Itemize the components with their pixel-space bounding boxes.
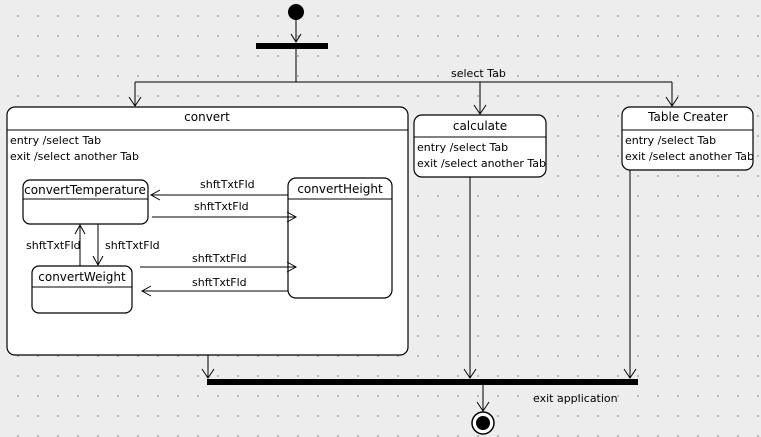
fork-to-table-creater-arrowhead [665,96,679,107]
convert-height-title: convertHeight [297,182,383,196]
convert-title: convert [184,110,230,124]
state-convert-height[interactable]: convertHeight [287,177,393,299]
weight-to-temperature-arrowhead [74,223,86,235]
transition-height-to-temperature[interactable]: shftTxtFld [149,178,288,201]
temperature-to-height-arrowhead [286,211,298,223]
final-state[interactable] [471,411,495,435]
convert-entry-action: entry /select Tab [10,134,101,147]
table-creater-entry-action: entry /select Tab [625,134,716,147]
initial-arrowhead [290,33,302,43]
temperature-to-height-label: shftTxtFld [194,200,249,213]
table-creater-title: Table Creater [647,110,728,124]
fork-to-convert-arrowhead [128,96,142,107]
fork-to-calculate-arrowhead [473,104,487,115]
transition-height-to-weight[interactable]: shftTxtFld [140,276,288,297]
height-to-weight-label: shftTxtFld [192,276,247,289]
state-convert-weight[interactable]: convertWeight [31,265,133,314]
state-convert-temperature[interactable]: convertTemperature [22,179,149,225]
temperature-to-weight-label: shftTxtFld [105,239,160,252]
convert-temperature-box [22,179,149,225]
calculate-entry-action: entry /select Tab [417,141,508,154]
weight-to-height-label: shftTxtFld [192,252,247,265]
join-to-final-arrowhead [476,401,490,412]
transition-weight-to-temperature[interactable]: shftTxtFld [26,223,86,266]
table-creater-to-join-arrowhead [623,368,637,379]
state-calculate[interactable]: calculate entry /select Tab exit /select… [413,114,547,178]
fork-transition-label: select Tab [451,67,506,80]
convert-to-join-arrowhead [201,368,215,379]
transition-weight-to-height[interactable]: shftTxtFld [140,252,298,273]
height-to-temperature-arrowhead [149,189,161,201]
final-state-dot [476,416,490,430]
calculate-to-join-arrowhead [463,368,477,379]
calculate-exit-action: exit /select another Tab [417,157,546,170]
convert-exit-action: exit /select another Tab [10,150,139,163]
fork-bar[interactable] [256,43,328,49]
transition-temperature-to-height[interactable]: shftTxtFld [152,200,298,223]
initial-state[interactable] [288,4,304,20]
table-creater-exit-action: exit /select another Tab [625,150,754,163]
calculate-title: calculate [453,119,507,133]
height-to-temperature-label: shftTxtFld [200,178,255,191]
join-bar[interactable] [207,379,638,385]
convert-temperature-title: convertTemperature [24,183,146,197]
convert-height-box [287,177,393,299]
convert-weight-box [31,265,133,314]
temperature-to-weight-arrowhead [92,255,104,267]
convert-weight-title: convertWeight [38,270,126,284]
join-transition-label: exit application [533,392,618,405]
height-to-weight-arrowhead [140,285,152,297]
table-creater-box [621,106,754,171]
transition-temperature-to-weight[interactable]: shftTxtFld [92,224,160,267]
weight-to-height-arrowhead [286,261,298,273]
weight-to-temperature-label: shftTxtFld [26,239,81,252]
state-table-creater[interactable]: Table Creater entry /select Tab exit /se… [621,106,754,171]
calculate-box [413,114,547,178]
